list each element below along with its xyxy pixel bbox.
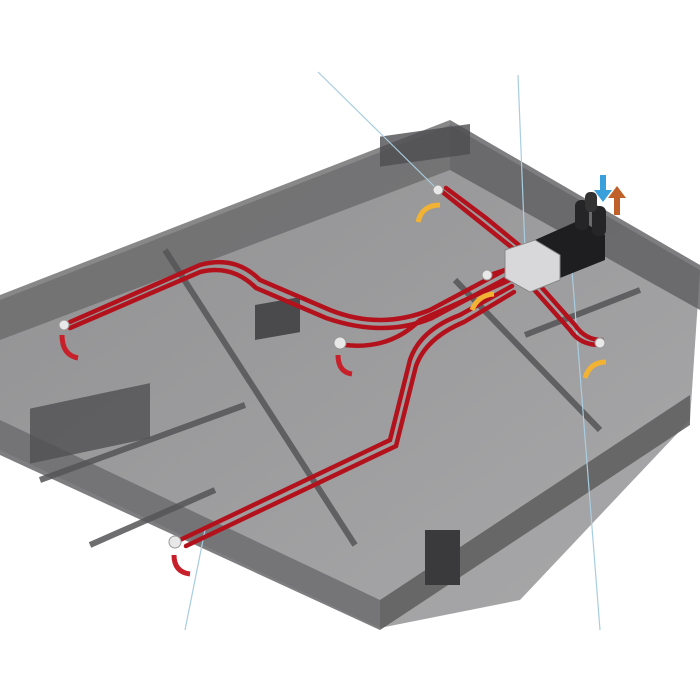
sofa	[255, 297, 300, 341]
extract-air-arrow-icon	[59, 334, 353, 577]
ventilation-unit-icon	[504, 192, 606, 293]
back-wall-left	[0, 120, 450, 340]
exhaust-air-arrow-icon	[608, 186, 626, 215]
fresh-air-arrow-icon	[594, 175, 612, 202]
duct-network	[67, 185, 605, 549]
air-outlets	[58, 184, 606, 549]
front-wall-left	[0, 420, 380, 630]
bed	[30, 383, 150, 464]
leader-lines	[184, 71, 601, 631]
front-door	[425, 530, 460, 585]
supply-air-arrow-icon	[415, 202, 607, 379]
